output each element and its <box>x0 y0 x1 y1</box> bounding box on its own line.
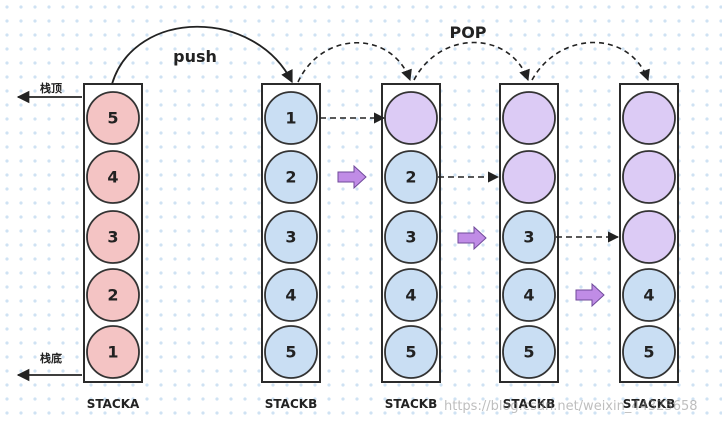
stack-name-label: STACKB <box>623 397 675 411</box>
stack-cell-2 <box>264 150 318 204</box>
stack-name-label: STACKB <box>385 397 437 411</box>
stack-cell-1 <box>264 91 318 145</box>
stack-cell-value: 2 <box>285 168 296 187</box>
stack-name-label: STACKA <box>87 397 140 411</box>
stack-cell-value: 5 <box>643 343 654 362</box>
stack-cell-5 <box>86 91 140 145</box>
stack-cell-value: 5 <box>107 109 118 128</box>
stack-cell-empty <box>622 150 676 204</box>
stack-cell-value: 1 <box>285 109 296 128</box>
pop-curve-arrow-1 <box>297 41 412 83</box>
stack-name-label: STACKB <box>265 397 317 411</box>
stack-cell-value: 3 <box>405 228 416 247</box>
stack-cell-value: 4 <box>285 286 296 305</box>
stack-cell-value: 4 <box>405 286 416 305</box>
stack-cell-value: 4 <box>643 286 654 305</box>
stack-cell-value: 5 <box>285 343 296 362</box>
stack-cell-value: 3 <box>107 228 118 247</box>
stack-cell-3 <box>502 210 556 264</box>
stack-cell-3 <box>384 210 438 264</box>
step-arrow-2 <box>457 225 487 251</box>
step-arrow-3 <box>575 282 605 308</box>
stack-cell-4 <box>86 150 140 204</box>
stack-cell-3 <box>264 210 318 264</box>
stack-cell-empty <box>502 150 556 204</box>
stack-cell-4 <box>384 268 438 322</box>
stack-cell-4 <box>622 268 676 322</box>
stack-top-label: 栈顶 <box>40 81 62 95</box>
watermark-text: https://blog.csdn.net/weixin_44323658 <box>444 399 698 414</box>
stack-cell-value: 4 <box>523 286 534 305</box>
stack-cell-empty <box>622 91 676 145</box>
stack-cell-2 <box>86 268 140 322</box>
pop-label: POP <box>449 23 486 42</box>
push-curve-arrow <box>111 26 293 85</box>
stack-cell-5 <box>622 325 676 379</box>
stack-cell-empty <box>384 91 438 145</box>
stack-cell-3 <box>86 210 140 264</box>
step-arrow-1 <box>337 164 367 190</box>
stack-cell-value: 2 <box>107 286 118 305</box>
stack-cell-value: 1 <box>107 343 118 362</box>
stack-cell-value: 3 <box>285 228 296 247</box>
stack-cell-value: 5 <box>405 343 416 362</box>
stack-cell-2 <box>384 150 438 204</box>
stack-cell-value: 4 <box>107 168 118 187</box>
stack-cell-4 <box>264 268 318 322</box>
stack-cell-4 <box>502 268 556 322</box>
stack-bottom-label: 栈底 <box>40 351 62 365</box>
stack-cell-5 <box>384 325 438 379</box>
push-label: push <box>173 47 217 66</box>
stack-cell-5 <box>264 325 318 379</box>
stack-cell-value: 3 <box>523 228 534 247</box>
pop-curve-arrow-2 <box>413 41 530 82</box>
stack-cell-5 <box>502 325 556 379</box>
stack-cell-empty <box>622 210 676 264</box>
stack-cell-value: 5 <box>523 343 534 362</box>
stack-cell-1 <box>86 325 140 379</box>
stack-cell-empty <box>502 91 556 145</box>
stack-cell-value: 2 <box>405 168 416 187</box>
pop-curve-arrow-3 <box>531 41 650 82</box>
stack-name-label: STACKB <box>503 397 555 411</box>
